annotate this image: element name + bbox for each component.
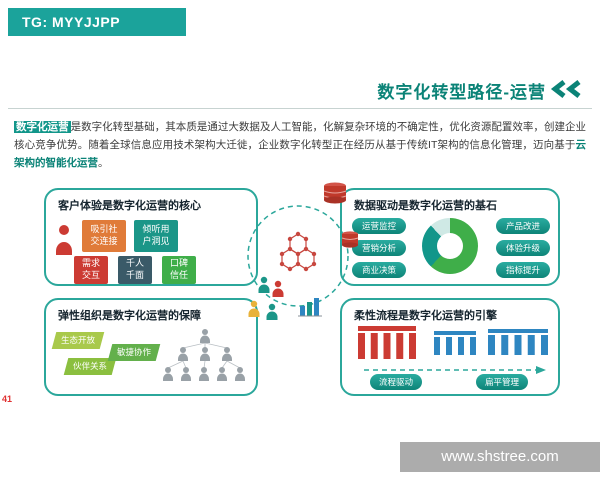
customer-person-icon xyxy=(56,225,72,255)
tag-personalization: 千人 千面 xyxy=(118,256,152,284)
tag-word-of-mouth-trust: 口碑 信任 xyxy=(162,256,196,284)
org-chart-graphic xyxy=(163,329,245,381)
pill-business-decision: 商业决策 xyxy=(352,262,406,278)
page-number: 41 xyxy=(2,394,13,404)
tag-listen-user-insight: 倾听用 户洞见 xyxy=(134,220,178,252)
page-title: 数字化转型路径-运营 xyxy=(377,83,546,102)
panel-process-title: 柔性流程是数字化运营的引擎 xyxy=(354,310,497,322)
tag-attract-social-connect: 吸引社 交连接 xyxy=(82,220,126,252)
tag-open-ecosystem: 生态开放 xyxy=(51,332,105,349)
pill-flat-management: 扁平管理 xyxy=(476,374,528,390)
donut-chart xyxy=(422,218,478,274)
watermark-site: www.shstree.com xyxy=(400,442,600,472)
double-chevron-left-icon xyxy=(550,80,581,98)
pill-marketing-analysis: 营销分析 xyxy=(352,240,406,256)
tag-agile-collaboration-label: 敏捷协作 xyxy=(116,347,151,357)
pill-product-improvement: 产品改进 xyxy=(496,218,550,234)
panel-data-driven: 数据驱动是数字化运营的基石 运营监控 营销分析 商业决策 产品改进 体验升级 指… xyxy=(340,188,560,286)
title-divider xyxy=(8,108,592,109)
pill-process-driven: 流程驱动 xyxy=(370,374,422,390)
hexagon-mesh-icon xyxy=(281,233,315,270)
pill-metric-uplift: 指标提升 xyxy=(496,262,550,278)
panel-customer-title: 客户体验是数字化运营的核心 xyxy=(58,200,201,212)
intro-paragraph: 数字化运营是数字化转型基础，其本质是通过大数据及人工智能，化解复杂环境的不确定性… xyxy=(14,119,586,173)
process-bars-graphic xyxy=(358,326,548,374)
intro-body-text: 是数字化转型基础，其本质是通过大数据及人工智能，化解复杂环境的不确定性，优化资源… xyxy=(14,121,587,151)
panel-customer-experience: 客户体验是数字化运营的核心 吸引社 交连接 倾听用 户洞见 需求 交互 千人 千… xyxy=(44,188,258,286)
bar-chart-icon xyxy=(298,298,322,317)
pill-operations-monitoring: 运营监控 xyxy=(352,218,406,234)
tag-agile-collaboration: 敏捷协作 xyxy=(107,344,161,361)
tag-open-ecosystem-label: 生态开放 xyxy=(60,335,95,345)
intro-period: 。 xyxy=(98,156,109,169)
intro-lead-highlight: 数字化运营 xyxy=(14,121,71,133)
intro-tail-highlight: 云架构的智能化运营 xyxy=(14,138,586,169)
panel-elastic-organization: 弹性组织是数字化运营的保障 生态开放 伙伴关系 敏捷协作 xyxy=(44,298,258,396)
pill-experience-upgrade: 体验升级 xyxy=(496,240,550,256)
panel-org-title: 弹性组织是数字化运营的保障 xyxy=(58,310,201,322)
panel-data-title: 数据驱动是数字化运营的基石 xyxy=(354,200,497,212)
source-tag-banner: TG: MYYJJPP xyxy=(8,8,186,36)
panel-flexible-process: 柔性流程是数字化运营的引擎 流程驱动 扁平管理 xyxy=(340,298,560,396)
dashed-circle xyxy=(247,205,349,307)
tag-demand-interaction: 需求 交互 xyxy=(74,256,108,284)
